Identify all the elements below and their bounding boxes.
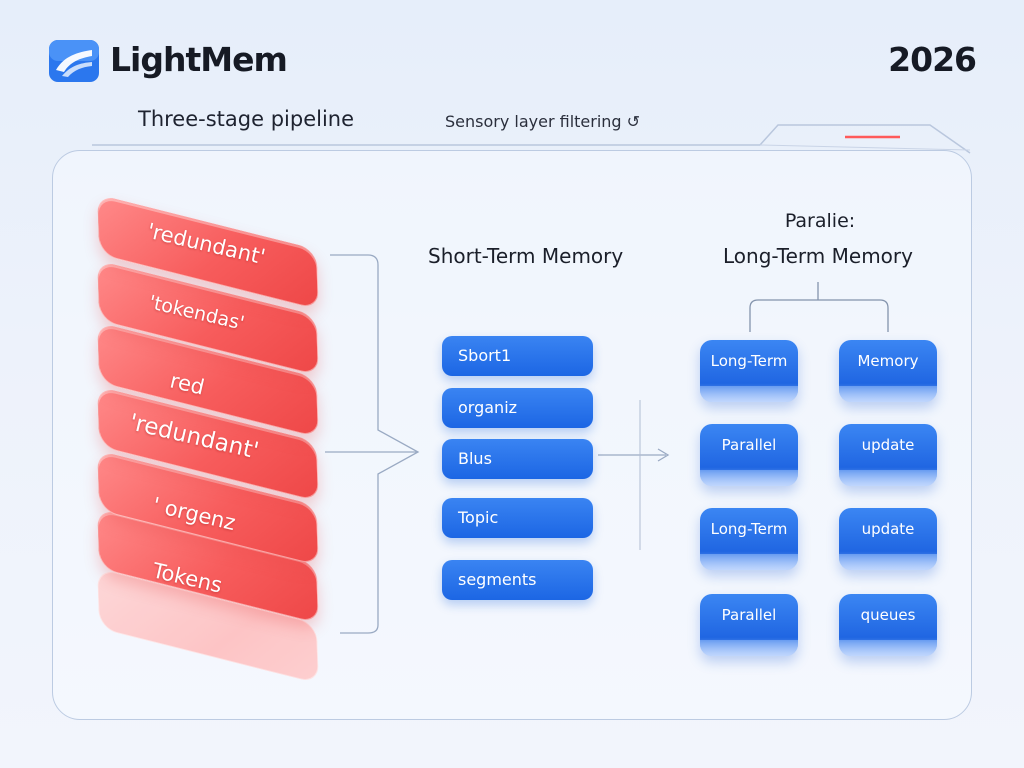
ltm-tile-label: Parallel: [721, 436, 777, 454]
brand-title: LightMem: [110, 40, 288, 79]
ltm-tile: Memory: [839, 340, 937, 402]
pipeline-subtitle: Three-stage pipeline: [138, 107, 355, 131]
long-term-memory-title: Long-Term Memory: [723, 244, 913, 268]
short-term-memory-title: Short-Term Memory: [428, 244, 624, 268]
lightmem-logo-icon: [49, 40, 99, 82]
ltm-tile: update: [839, 424, 937, 486]
ltm-tile: update: [839, 508, 937, 570]
sensory-filter-note: Sensory layer filtering ↺: [445, 112, 641, 131]
ltm-tile: Parallel: [700, 424, 798, 486]
ltm-tile-label: update: [861, 436, 915, 454]
ltm-tile: Long-Term: [700, 508, 798, 570]
ltm-tile-label: update: [861, 520, 915, 538]
ltm-tile: queues: [839, 594, 937, 656]
year-label: 2026: [888, 40, 977, 79]
long-term-memory-title-top: Paralie:: [784, 210, 856, 232]
stm-item: organiz: [442, 388, 593, 428]
ltm-tile-label: Long-Term: [710, 520, 788, 538]
stm-item: Topic: [442, 498, 593, 538]
ltm-tile: Long-Term: [700, 340, 798, 402]
stm-item: segments: [442, 560, 593, 600]
ltm-tile-label: Memory: [857, 352, 919, 370]
stm-item: Sbort1: [442, 336, 593, 376]
ltm-tile-label: queues: [860, 606, 916, 624]
stm-item: Blus: [442, 439, 593, 479]
ltm-tile-label: Long-Term: [710, 352, 788, 370]
ltm-tile: Parallel: [700, 594, 798, 656]
ltm-tile-label: Parallel: [721, 606, 777, 624]
